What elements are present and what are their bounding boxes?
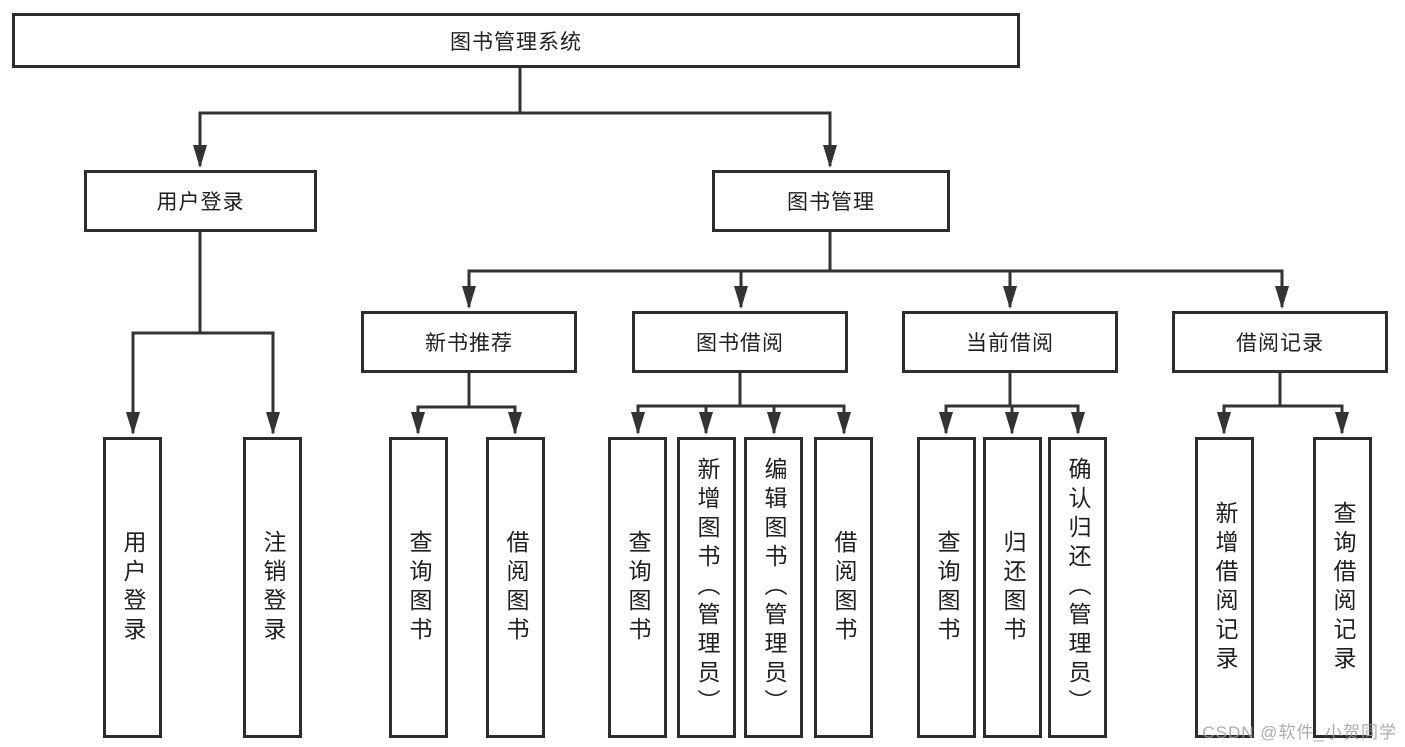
leaf-query-books-recommend-label: 查询图书	[406, 529, 432, 646]
leaf-borrow-books-borrowing: 借阅图书	[814, 437, 873, 738]
leaf-return-books: 归还图书	[983, 437, 1042, 738]
connector-user-login-to-leaves	[126, 230, 280, 435]
leaf-user-login-label: 用户登录	[120, 529, 146, 646]
leaf-borrow-books-recommend-label: 借阅图书	[503, 529, 529, 646]
leaf-query-books-current-label: 查询图书	[934, 529, 960, 646]
leaf-edit-book-admin: 编辑图书（管理员）	[744, 437, 803, 738]
connector-new-book-to-leaves	[411, 371, 522, 435]
connector-book-management-to-level3	[462, 230, 1289, 309]
leaf-query-borrow-record: 查询借阅记录	[1313, 437, 1372, 738]
leaf-add-borrow-record-label: 新增借阅记录	[1212, 500, 1238, 675]
leaf-add-borrow-record: 新增借阅记录	[1195, 437, 1254, 738]
leaf-borrow-books-recommend: 借阅图书	[486, 437, 545, 738]
leaf-edit-book-admin-label: 编辑图书（管理员）	[761, 457, 787, 718]
leaf-confirm-return-admin-label: 确认归还（管理员）	[1065, 457, 1091, 718]
csdn-watermark: CSDN @软件_小贺同学	[1202, 723, 1397, 742]
leaf-query-books-current: 查询图书	[917, 437, 976, 738]
node-current-borrowing: 当前借阅	[902, 311, 1118, 373]
node-root: 图书管理系统	[12, 13, 1020, 68]
leaf-logout: 注销登录	[243, 437, 302, 738]
leaf-return-books-label: 归还图书	[1000, 529, 1026, 646]
leaf-add-book-admin: 新增图书（管理员）	[677, 437, 736, 738]
node-book-management: 图书管理	[712, 170, 950, 232]
node-user-login: 用户登录	[84, 170, 317, 232]
leaf-query-books-borrowing-label: 查询图书	[625, 529, 651, 646]
leaf-add-book-admin-label: 新增图书（管理员）	[694, 457, 720, 718]
connector-book-borrowing-to-leaves	[631, 371, 851, 435]
connector-current-borrowing-to-leaves	[939, 371, 1085, 435]
node-borrowing-records-label: 借阅记录	[1236, 332, 1324, 355]
leaf-query-books-recommend: 查询图书	[389, 437, 448, 738]
leaf-confirm-return-admin: 确认归还（管理员）	[1048, 437, 1107, 738]
node-book-borrowing-label: 图书借阅	[696, 332, 784, 355]
node-user-login-label: 用户登录	[156, 191, 245, 214]
leaf-query-books-borrowing: 查询图书	[608, 437, 667, 738]
node-new-book-recommendation-label: 新书推荐	[425, 332, 513, 355]
node-borrowing-records: 借阅记录	[1172, 311, 1388, 373]
node-current-borrowing-label: 当前借阅	[966, 332, 1054, 355]
leaf-query-borrow-record-label: 查询借阅记录	[1330, 500, 1356, 675]
leaf-borrow-books-borrowing-label: 借阅图书	[831, 529, 857, 646]
connector-root-to-level2	[193, 66, 837, 168]
leaf-logout-label: 注销登录	[260, 529, 286, 646]
node-book-borrowing: 图书借阅	[632, 311, 848, 373]
node-book-management-label: 图书管理	[787, 191, 875, 214]
connector-borrowing-records-to-leaves	[1217, 371, 1349, 435]
node-root-label: 图书管理系统	[450, 30, 582, 54]
node-new-book-recommendation: 新书推荐	[361, 311, 577, 373]
leaf-user-login: 用户登录	[103, 437, 162, 738]
